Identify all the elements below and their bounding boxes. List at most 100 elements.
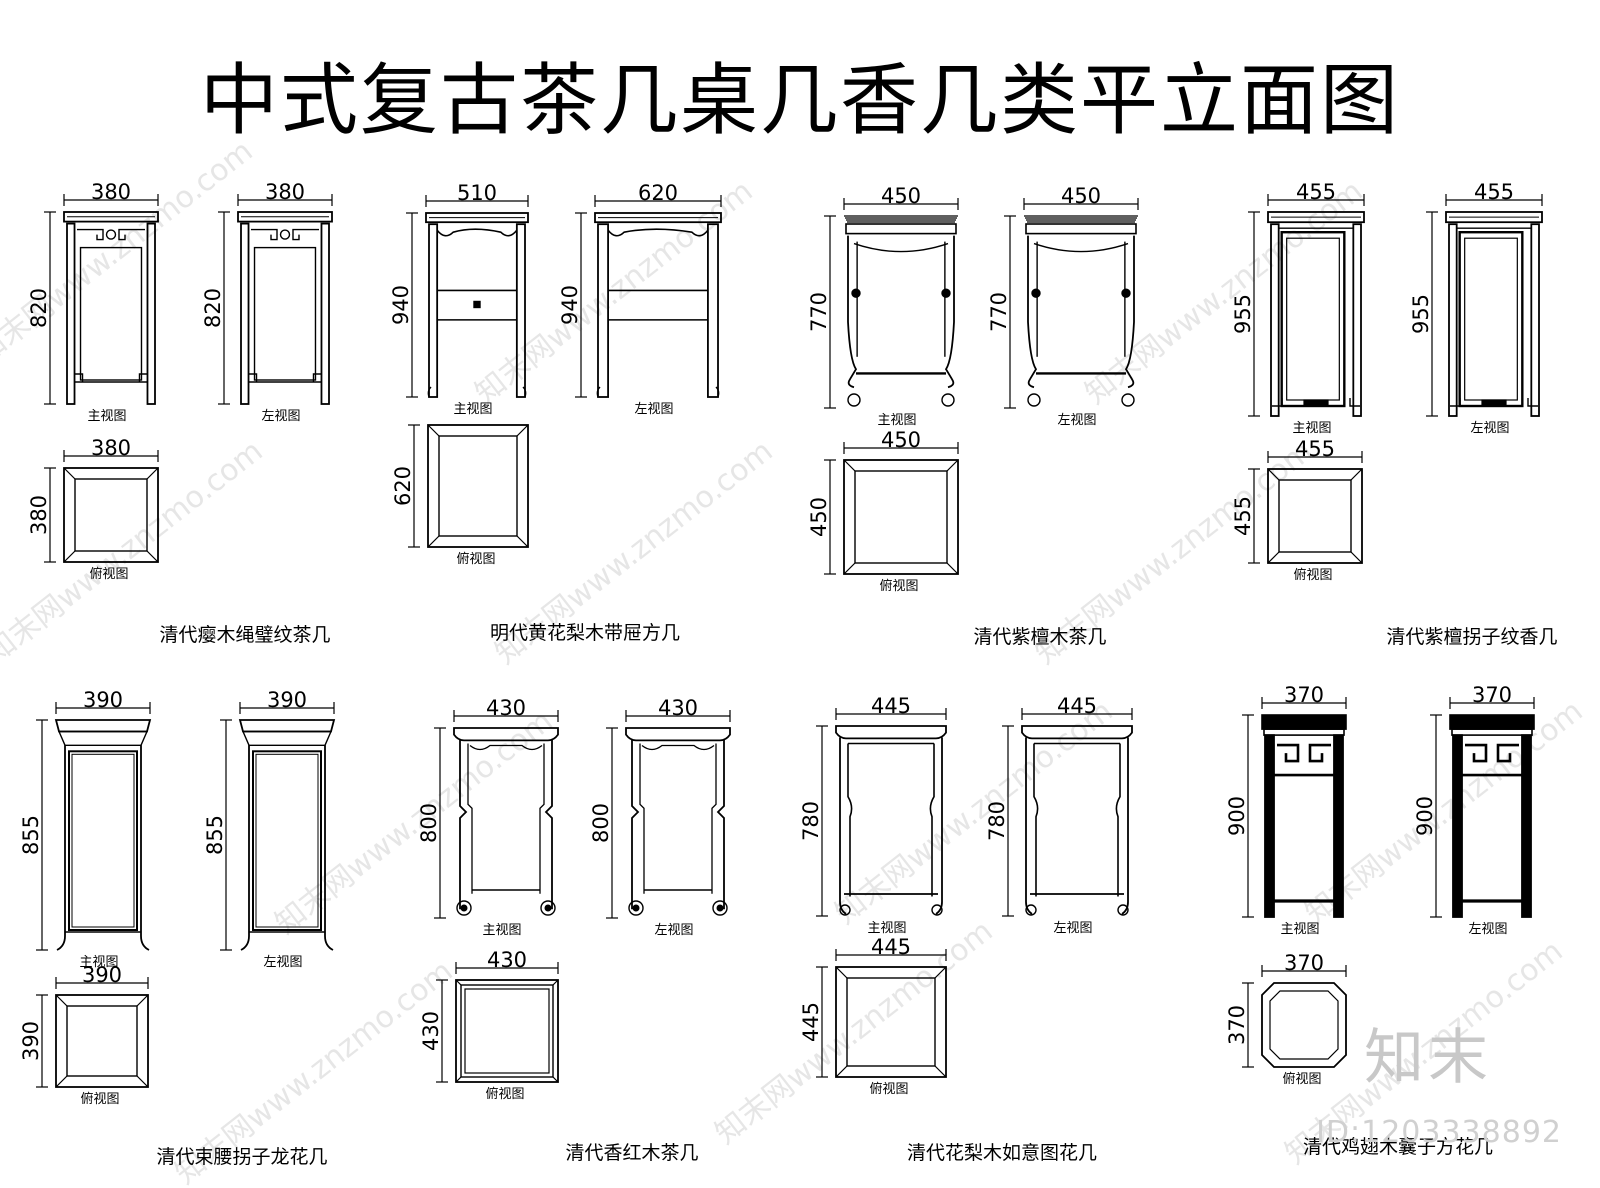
view-label-left: 左视图 [1468,922,1507,937]
caption-1: 清代瘿木绳璧纹茶几 [159,624,331,646]
dimension-height: 940 [558,285,582,325]
top-view: 380 380 俯视图 [27,436,159,582]
dimension-height: 900 [1413,796,1437,836]
dimension-width: 455 [1295,437,1335,461]
dimension-width: 430 [486,696,526,720]
left-view: 445 780 左视图 [985,694,1133,936]
view-label-left: 左视图 [634,402,673,417]
view-label-top: 俯视图 [1282,1071,1321,1087]
left-view: 455 955 左视图 [1409,180,1543,436]
view-label-front: 主视图 [1292,421,1331,436]
top-view: 450 450 俯视图 [807,428,959,594]
view-label-top: 俯视图 [879,578,918,594]
dimension-height: 940 [389,285,413,325]
dimension-height: 455 [1231,496,1255,536]
dimension-height: 955 [1409,294,1433,334]
dimension-height: 780 [799,801,823,841]
caption-4: 清代紫檀拐子纹香几 [1386,626,1558,648]
view-label-left: 左视图 [1053,921,1092,936]
view-label-front: 主视图 [79,955,118,970]
dimension-height: 955 [1231,294,1255,334]
dimension-width: 380 [265,180,305,204]
dimension-height: 380 [27,495,51,535]
drawing-layer: 380820主视图380820左视图380380俯视图510940主视图6209… [19,180,1543,1107]
watermark-text: 知末网www.znzmo.com [709,914,1000,1152]
dimension-width: 380 [91,180,131,204]
caption-3: 清代紫檀木茶几 [973,626,1107,648]
dimension-width: 370 [1284,951,1324,975]
dimension-width: 455 [1474,180,1514,204]
view-label-top: 俯视图 [89,566,128,582]
dimension-width: 370 [1284,683,1324,707]
watermark-text: 知末网www.znzmo.com [829,694,1120,932]
dimension-height: 450 [807,497,831,537]
dimension-width: 390 [82,963,122,987]
dimension-height: 780 [985,801,1009,841]
watermark-text: 知末网www.znzmo.com [269,704,560,942]
dimension-height: 370 [1225,1005,1249,1045]
drawing-title: 中式复古茶几桌几香几类平立面图 [199,56,1400,146]
dimension-height: 800 [417,803,441,843]
dimension-height: 390 [19,1021,43,1061]
dimension-width: 450 [881,184,921,208]
top-view: 370 370 俯视图 [1225,951,1347,1087]
left-view: 370 900 左视图 [1413,683,1535,937]
top-view: 430 430 俯视图 [419,948,559,1102]
caption-7: 清代花梨木如意图花几 [906,1142,1098,1164]
dimension-width: 445 [871,935,911,959]
front-view: 455 955 主视图 [1231,180,1365,436]
left-view: 380 820 左视图 [201,180,333,424]
view-label-front: 主视图 [867,921,906,936]
dimension-height: 770 [987,292,1011,332]
watermark-text: 知末网www.znzmo.com [0,134,260,372]
dimension-width: 390 [267,688,307,712]
view-label-left: 左视图 [1470,421,1509,436]
front-view: 430 800 主视图 [417,696,559,938]
view-label-left: 左视图 [263,955,302,970]
dimension-height: 855 [203,815,227,855]
view-label-top: 俯视图 [869,1081,908,1097]
view-label-front: 主视图 [482,923,521,938]
view-label-top: 俯视图 [485,1086,524,1102]
dimension-height: 900 [1225,796,1249,836]
dimension-width: 450 [881,428,921,452]
view-label-top: 俯视图 [80,1091,119,1107]
view-label-left: 左视图 [1057,413,1096,428]
left-view: 390 855 左视图 [203,688,336,970]
dimension-height: 855 [19,815,43,855]
dimension-width: 445 [1057,694,1097,718]
dimension-width: 380 [91,436,131,460]
view-label-left: 左视图 [261,409,300,424]
dimension-height: 445 [799,1002,823,1042]
dimension-height: 820 [201,288,225,328]
dimension-height: 820 [27,288,51,328]
dimension-width: 445 [871,694,911,718]
dimension-width: 430 [487,948,527,972]
view-label-front: 主视图 [453,402,492,417]
caption-5: 清代束腰拐子龙花几 [156,1146,328,1168]
dimension-height: 620 [391,466,415,506]
front-view: 370 900 主视图 [1225,683,1347,937]
front-view: 445 780 主视图 [799,694,947,936]
dimension-width: 455 [1296,180,1336,204]
watermark-text: 知末网www.znzmo.com [469,174,760,412]
dimension-width: 370 [1472,683,1512,707]
dimension-width: 430 [658,696,698,720]
dimension-height: 430 [419,1011,443,1051]
top-view: 445 445 俯视图 [799,935,947,1097]
view-label-front: 主视图 [1280,922,1319,937]
dimension-height: 770 [807,292,831,332]
